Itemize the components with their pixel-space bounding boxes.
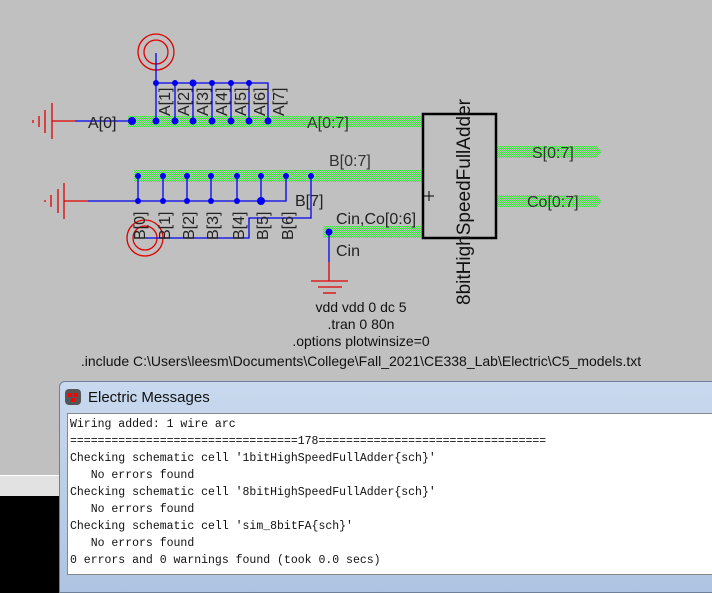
bus-s[interactable] <box>496 146 602 158</box>
messages-window[interactable]: Electric Messages Wiring added: 1 wire a… <box>59 381 712 593</box>
bus-cin[interactable] <box>323 226 423 238</box>
net-label-b-tap: B[3] <box>205 212 222 240</box>
net-label-b-tap: B[4] <box>231 212 248 240</box>
log-line: No errors found <box>70 469 195 482</box>
net-label-a-tap: A[6] <box>252 88 269 116</box>
connection-dots <box>128 79 333 236</box>
net-label-b-tap: B[2] <box>181 212 198 240</box>
log-line: No errors found <box>70 537 195 550</box>
net-label-a-tap: A[4] <box>214 88 231 116</box>
bus-b[interactable] <box>134 170 423 182</box>
net-label-b-tap: B[0] <box>132 212 149 240</box>
spice-code: vdd vdd 0 dc 5 .tran 0 80n .options plot… <box>81 299 641 369</box>
schematic-drawing[interactable]: 8bitHighSpeedFullAdder A[0] A[0:7] B[0:7… <box>0 0 712 475</box>
log-line: 0 errors and 0 warnings found (took 0.0 … <box>70 554 381 567</box>
bus-co[interactable] <box>496 195 602 207</box>
instance-name: 8bitHighSpeedFullAdder <box>454 98 475 305</box>
ground-icon <box>32 103 75 139</box>
log-line: No errors found <box>70 503 195 516</box>
spice-line: vdd vdd 0 dc 5 <box>315 299 406 315</box>
net-label-b-bus: B[0:7] <box>329 153 371 170</box>
net-label-b7: B[7] <box>295 193 323 210</box>
net-label-cin: Cin <box>336 243 360 260</box>
spice-line: .include C:\Users\leesm\Documents\Colleg… <box>81 353 641 369</box>
net-label-a-tap: A[1] <box>157 88 174 116</box>
net-label-a-tap: A[3] <box>195 88 212 116</box>
spice-line: .options plotwinsize=0 <box>292 333 430 349</box>
log-line: Checking schematic cell '1bitHighSpeedFu… <box>70 452 436 465</box>
net-label-s-bus: S[0:7] <box>532 145 574 162</box>
net-label-a-tap: A[7] <box>271 88 288 116</box>
status-strip <box>0 475 60 496</box>
log-line: Checking schematic cell '8bitHighSpeedFu… <box>70 486 436 499</box>
messages-log[interactable]: Wiring added: 1 wire arc ===============… <box>67 413 712 575</box>
buses <box>128 116 602 238</box>
full-adder-instance[interactable] <box>421 112 498 240</box>
net-label-a-bus: A[0:7] <box>307 115 349 132</box>
net-label-cin-co: Cin,Co[0:6] <box>336 211 416 228</box>
log-line: Wiring added: 1 wire arc <box>70 418 236 431</box>
log-line: =================================178====… <box>70 435 547 448</box>
ground-icon <box>311 262 348 294</box>
net-label-b-tap: B[5] <box>255 212 272 240</box>
ground-icon <box>44 183 88 219</box>
net-label-a0: A[0] <box>88 115 116 132</box>
net-label-b-tap: B[6] <box>280 212 297 240</box>
net-label-a-tap: A[2] <box>176 88 193 116</box>
net-label-a-tap: A[5] <box>233 88 250 116</box>
log-line: Checking schematic cell 'sim_8bitFA{sch}… <box>70 520 353 533</box>
electric-app-icon <box>65 389 81 405</box>
spice-line: .tran 0 80n <box>328 316 395 332</box>
instance-anchor-icon <box>424 191 434 201</box>
net-label-b-tap: B[1] <box>157 212 174 240</box>
window-title: Electric Messages <box>88 389 210 406</box>
bus-a[interactable] <box>128 116 423 127</box>
net-label-co-bus: Co[0:7] <box>527 194 579 211</box>
net-labels: A[0] A[0:7] B[0:7] B[7] Cin,Co[0:6] Cin … <box>88 88 579 260</box>
